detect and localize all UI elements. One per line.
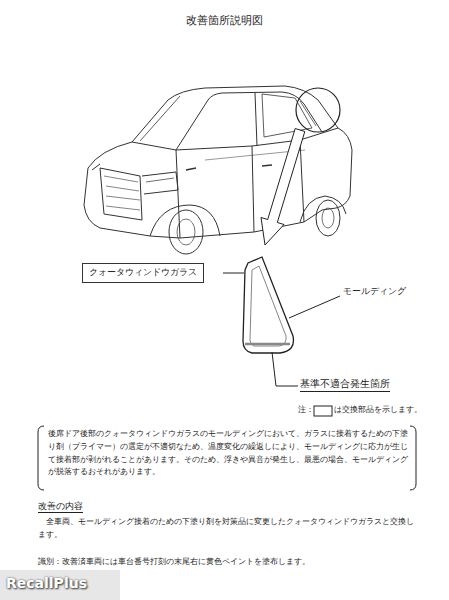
watermark: RecallPlus	[6, 575, 87, 593]
title: 改善箇所説明図	[186, 14, 263, 28]
body-text: 全車両、モールディング接着のための下塗り剤を対策品に変更したクォータウィンドウガ…	[38, 516, 418, 542]
part-name: モールディング	[343, 286, 406, 297]
bracket	[38, 426, 44, 490]
highlight-circle	[296, 88, 340, 132]
part-label-box: クォータウィンドウガラス	[82, 263, 204, 283]
leader-line	[223, 273, 244, 274]
part-name: クォータウィンドウガラス	[89, 267, 197, 279]
replacement-marker	[314, 406, 332, 416]
watermark-ground	[0, 570, 120, 600]
note: は交換部品を示します。	[334, 405, 422, 415]
quarter-window-glass	[243, 257, 293, 353]
description: 後席ドア後部のクォータウィンドウガラスのモールディングにおいて、ガラスに接着する…	[48, 428, 408, 479]
defect-location: 基準不適合発生箇所	[300, 378, 390, 392]
pointer-arrow	[261, 129, 305, 246]
body-text: 識別：改善済車両には車台番号打刻の末尾右に黄色ペイントを塗布します。	[38, 556, 438, 568]
note: 注：	[298, 405, 314, 415]
bracket	[410, 426, 416, 490]
leader-line	[289, 296, 340, 318]
car-drawing	[84, 86, 352, 254]
leader-line	[272, 352, 298, 386]
section-heading: 改善の内容	[38, 501, 83, 513]
